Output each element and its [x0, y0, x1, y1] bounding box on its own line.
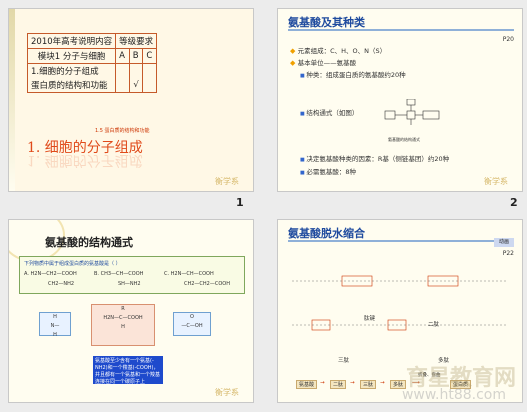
flow-arrow-icon: → [350, 380, 355, 386]
slide-title: 氨基酸及其种类 [288, 16, 365, 29]
table-cell: 蛋白质的结构和功能 [26, 78, 117, 93]
flow-step: 蛋白质 [450, 380, 472, 389]
slide-footer-logo: 衡学系 [215, 388, 239, 397]
option-b-sub: SH—NH2 [118, 281, 141, 287]
bond-label: 二肽 [428, 322, 440, 328]
table-cell [142, 78, 158, 93]
table-cell: 1.细胞的分子组成 [26, 63, 117, 78]
amino-acid-structure-diagram [384, 99, 440, 125]
flow-arrow-icon: ⟶ [412, 380, 420, 386]
page-reference: P22 [502, 250, 514, 257]
slide-title-reflection: 1. 细胞的分子组成 [27, 152, 143, 168]
flow-step: 二肽 [330, 380, 347, 389]
bullet-diamond-icon: ◆ [290, 59, 298, 67]
slide-number: 1 [236, 196, 244, 209]
bullet-item: ◆ 基本单位——氨基酸 [290, 59, 357, 67]
diagram-caption: 氨基酸的结构通式 [388, 137, 420, 142]
bullet-square-icon: ■ [300, 73, 307, 79]
table-cell: √ [128, 78, 144, 93]
flow-arrow-icon: → [320, 380, 325, 386]
bullet-item: ■ 种类：组成蛋白质的氨基酸约20种 [300, 71, 406, 79]
slide-thumbnail-3[interactable]: 氨基酸的结构通式 下列物质中属于组成蛋白质的氨基酸是（ ） A. H2N—CH2… [8, 219, 254, 403]
table-cell: 模块1 分子与细胞 [26, 48, 117, 64]
slide-decor-stripe [9, 9, 15, 191]
animation-badge[interactable]: 动画 [494, 238, 514, 247]
site-watermark-url: www.ht88.com [401, 387, 506, 403]
flow-step: 三肽 [360, 380, 377, 389]
bullet-item: ■ 结构通式（如图） [300, 109, 359, 117]
bullet-item: ■ 决定氨基酸种类的因素：R基（侧链基团）约20种 [300, 155, 450, 163]
exam-requirements-table: 2010年高考说明内容 等级要求 模块1 分子与细胞 A B C 1.细胞的分子… [26, 33, 158, 93]
flow-step: 氨基酸 [296, 380, 318, 389]
slide-thumbnail-2[interactable]: 氨基酸及其种类 P20 ◆ 元素组成：C、H、O、N（S） ◆ 基本单位——氨基… [277, 8, 523, 192]
peptide-label: 三肽 [338, 358, 350, 364]
slide-title: 1. 细胞的分子组成 [27, 140, 143, 156]
flow-arrow-icon: → [380, 380, 385, 386]
explanation-note: 氨基酸至少含有一个氨基(-NH2)和一个羧基(-COOH)，并且都有一个氨基和一… [93, 356, 163, 384]
table-cell: A [115, 48, 130, 64]
flow-label: 折叠、盘曲 [418, 373, 441, 378]
carboxyl-group-box: O—C—OH [173, 312, 211, 336]
slide-footer-logo: 衡学系 [484, 177, 508, 186]
page-reference: P20 [502, 36, 514, 43]
table-cell: C [142, 48, 158, 64]
bond-label: 肽键 [364, 316, 376, 322]
option-a: A. H2N—CH2—COOH [24, 271, 77, 277]
bullet-square-icon: ■ [300, 157, 307, 163]
table-cell: 等级要求 [115, 33, 158, 49]
peptide-label: 多肽 [438, 358, 450, 364]
slide-title: 氨基酸的结构通式 [45, 236, 133, 249]
option-a-sub: CH2—NH2 [48, 281, 75, 287]
slide-number: 2 [510, 196, 518, 209]
site-watermark: 育星教育网 [405, 366, 516, 391]
bullet-square-icon: ■ [300, 170, 307, 176]
slide-title: 氨基酸脱水缩合 [288, 227, 365, 240]
table-cell: B [128, 48, 144, 64]
bullet-diamond-icon: ◆ [290, 47, 298, 55]
title-underline [288, 240, 514, 242]
flow-step: 多肽 [390, 380, 407, 389]
bullet-square-icon: ■ [300, 111, 307, 117]
option-c-sub: CH2—CH2—COOH [184, 281, 230, 287]
bullet-item: ■ 必需氨基酸：8种 [300, 168, 356, 176]
table-cell [115, 78, 130, 93]
dehydration-synthesis-diagram [292, 275, 508, 331]
option-c: C. H2N—CH—COOH [164, 271, 214, 277]
option-b: B. CH3—CH—COOH [94, 271, 144, 277]
slide-thumbnail-1[interactable]: 2010年高考说明内容 等级要求 模块1 分子与细胞 A B C 1.细胞的分子… [8, 8, 254, 192]
title-underline [288, 29, 514, 31]
table-cell: 2010年高考说明内容 [26, 33, 117, 49]
question-box: 下列物质中属于组成蛋白质的氨基酸是（ ） A. H2N—CH2—COOH B. … [19, 256, 245, 294]
question-text: 下列物质中属于组成蛋白质的氨基酸是（ ） [24, 261, 121, 267]
slide-thumbnail-4[interactable]: 氨基酸脱水缩合 动画 P22 肽键 二肽 三肽 多肽 氨基酸 → 二肽 → 三肽… [277, 219, 523, 403]
slide-subheading: 1.5 蛋白质的结构和功能 [95, 128, 150, 134]
slide-footer-logo: 衡学系 [215, 177, 239, 186]
bullet-item: ◆ 元素组成：C、H、O、N（S） [290, 47, 387, 55]
